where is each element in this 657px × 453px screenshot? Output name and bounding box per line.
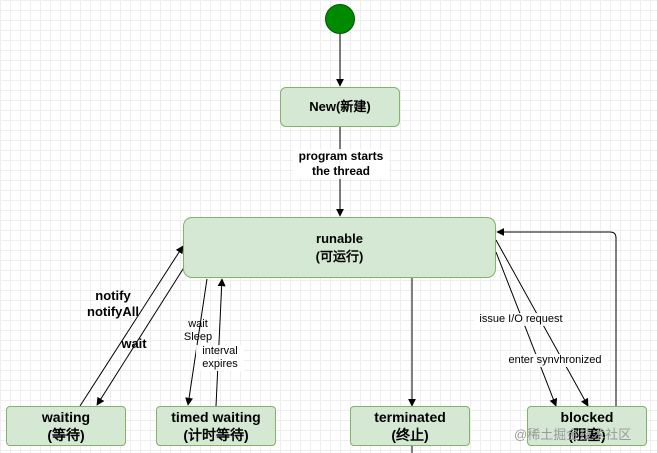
state-terminated: terminated (终止) [350, 406, 470, 446]
edge-runable-to-waiting [96, 257, 191, 406]
label-wait-text: wait [121, 336, 147, 351]
state-terminated-sublabel: (终止) [391, 427, 429, 443]
label-program-starts: program starts the thread [293, 149, 389, 179]
state-waiting-label: waiting [41, 409, 91, 425]
edge-runable-to-blocked-io [495, 251, 558, 407]
label-notify-line2: notifyAll [87, 304, 139, 319]
state-timed-waiting-label: timed waiting [171, 409, 261, 425]
state-terminated-label: terminated [374, 409, 446, 425]
label-interval-expires: interval expires [196, 345, 244, 371]
edge-waiting-to-runable [79, 245, 184, 407]
label-wait-sleep-line2: Sleep [183, 331, 213, 343]
watermark: @稀土掘金技术社区 [514, 427, 632, 442]
state-timed-waiting-sublabel: (计时等待) [183, 427, 249, 443]
label-interval-expires-line1: interval [202, 345, 238, 357]
label-issue-io-text: issue I/O request [479, 313, 563, 325]
start-node [325, 4, 355, 34]
state-runable-label: runable [316, 230, 363, 246]
label-interval-expires-line2: expires [202, 358, 238, 370]
state-runable: runable (可运行) [183, 217, 496, 278]
label-wait-sleep-line1: wait [188, 318, 208, 330]
edge-runable-to-timed-waiting [185, 278, 208, 406]
state-new-label: New(新建) [309, 99, 371, 114]
state-waiting: waiting (等待) [6, 406, 126, 446]
edge-blocked-to-runable [496, 228, 617, 406]
label-wait: wait [117, 336, 151, 352]
state-waiting-sublabel: (等待) [47, 427, 85, 443]
label-program-starts-line2: the thread [311, 164, 370, 178]
label-notify-line1: notify [95, 288, 131, 303]
state-blocked-label: blocked [560, 409, 614, 425]
state-timed-waiting: timed waiting (计时等待) [156, 406, 276, 446]
state-blocked: blocked (阻塞) [527, 406, 647, 446]
label-wait-sleep: wait Sleep [180, 318, 216, 344]
label-enter-sync-text: enter synvhronized [508, 354, 602, 366]
edge-timed-waiting-to-runable [215, 278, 226, 407]
label-enter-sync: enter synvhronized [502, 354, 608, 367]
label-program-starts-line1: program starts [298, 149, 384, 163]
label-issue-io: issue I/O request [474, 313, 568, 326]
label-notify: notify notifyAll [78, 288, 148, 320]
state-new: New(新建) [280, 87, 400, 127]
state-runable-sublabel: (可运行) [315, 248, 364, 264]
state-blocked-sublabel: (阻塞) [568, 427, 606, 443]
